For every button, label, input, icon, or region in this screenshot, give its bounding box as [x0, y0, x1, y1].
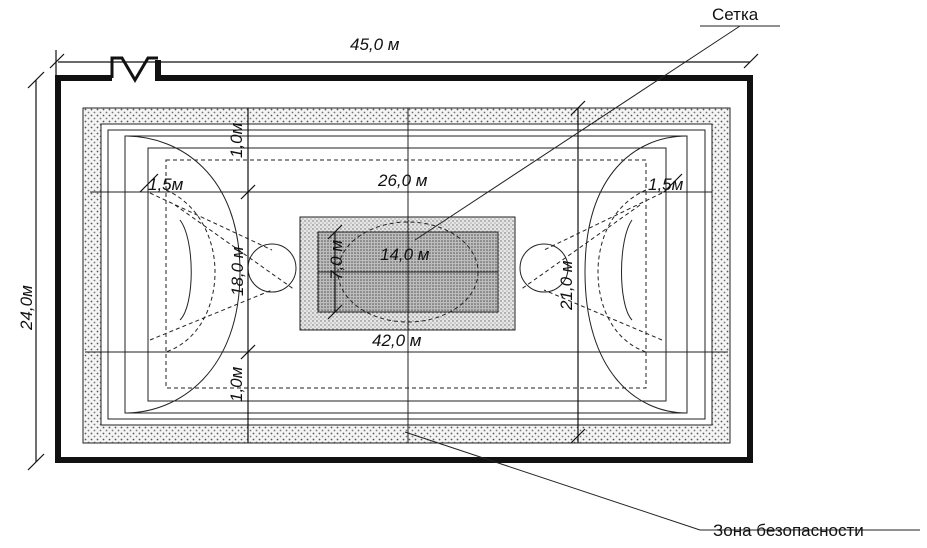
- court-width-dim: 21,0 м: [557, 260, 576, 311]
- court-length-dim: 42,0 м: [372, 331, 422, 350]
- margin-top-dim: 1,0м: [227, 122, 246, 158]
- inner-width-dim: 18,0 м: [228, 246, 247, 296]
- corner-left-dim: 1,5м: [148, 175, 184, 194]
- margin-bottom-dim: 1,0м: [227, 366, 246, 402]
- corner-right-dim: 1,5м: [648, 175, 684, 194]
- dimension-lines: [27, 50, 759, 471]
- goal-areas: [124, 135, 688, 414]
- net-zone-width-dim: 7,0 м: [327, 240, 346, 280]
- outer-wall: [55, 56, 753, 463]
- safety-zone-label: Зона безопасности: [713, 521, 864, 540]
- court-outlines: [107, 129, 706, 420]
- free-throw-marks: [149, 192, 663, 341]
- overall-width-dim: 24,0м: [17, 285, 36, 331]
- court-axes: [85, 108, 728, 443]
- safety-zone-band: [82, 107, 731, 444]
- leader-lines: [404, 25, 920, 531]
- net-label: Сетка: [712, 5, 759, 24]
- center-zone-length-dim: 26,0 м: [377, 171, 428, 190]
- net-zone-length-dim: 14,0 м: [380, 245, 430, 264]
- overall-length-dim: 45,0 м: [350, 35, 400, 54]
